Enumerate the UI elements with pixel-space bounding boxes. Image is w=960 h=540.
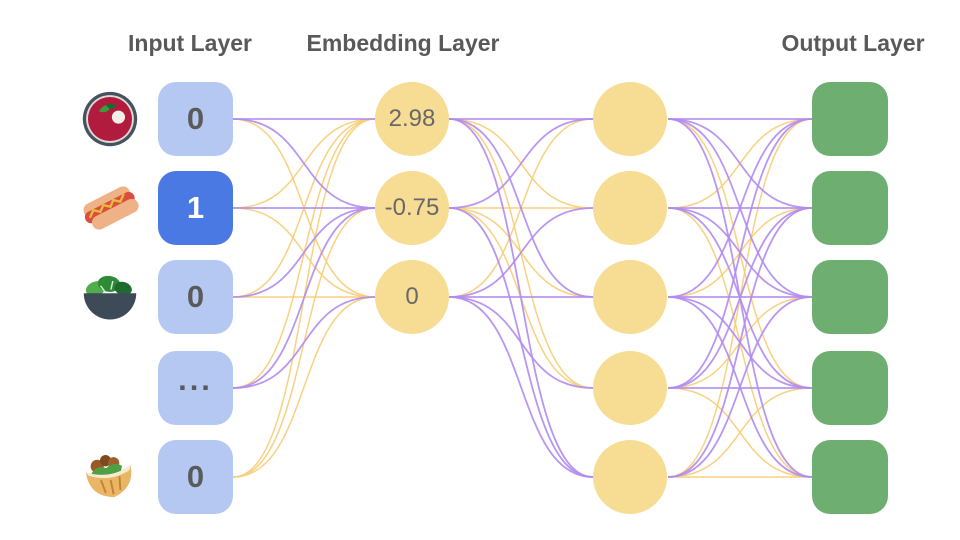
output-node [812,171,888,245]
input-node-box: 1 [158,171,233,245]
hot-dog-icon [80,178,140,238]
embedding-node: 0 [375,260,449,334]
output-node [812,440,888,514]
input-node-box: ... [158,351,233,425]
stuffed-flatbread-icon [80,447,140,507]
embedding-node: 2.98 [375,82,449,156]
embedding-node: -0.75 [375,171,449,245]
hidden-node [593,171,667,245]
hidden-node [593,351,667,425]
output-node [812,82,888,156]
input-node-box: 0 [158,260,233,334]
input-node-value: 1 [186,190,205,225]
input-node-value: ... [178,362,213,397]
hidden-node [593,260,667,334]
input-node-value: 0 [186,101,205,136]
hidden-node [593,82,667,156]
embedding-layer-title: Embedding Layer [306,30,500,56]
output-layer-title: Output Layer [781,30,925,56]
input-node-value: 0 [186,279,205,314]
input-layer-title: Input Layer [128,30,252,56]
hidden-node [593,440,667,514]
salad-bowl-icon [80,267,140,327]
input-node-value: 0 [186,459,205,494]
embedding-node-value: 2.98 [388,105,436,132]
embedding-node-value: 0 [405,283,419,310]
embedding-node-value: -0.75 [384,194,440,221]
borscht-bowl-icon [80,89,140,149]
input-node-box: 0 [158,82,233,156]
output-node [812,351,888,425]
input-node-box: 0 [158,440,233,514]
output-node [812,260,888,334]
